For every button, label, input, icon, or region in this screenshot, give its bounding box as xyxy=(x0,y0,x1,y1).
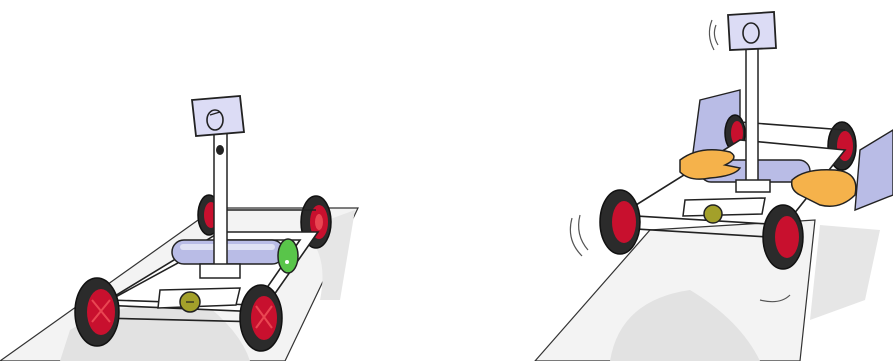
sensor-mast xyxy=(199,132,241,279)
robot-car-held-illustration xyxy=(534,11,893,361)
left-hand-icon xyxy=(679,149,742,180)
robot-car-illustration xyxy=(0,95,359,361)
right-hand-icon xyxy=(790,168,857,207)
right-sleeve xyxy=(854,129,893,212)
sensor-head-icon xyxy=(191,95,245,137)
robot-car-alone-panel xyxy=(0,0,420,361)
sensor-head-icon xyxy=(727,11,777,51)
front-left-wheel-icon xyxy=(599,189,641,255)
base-plate xyxy=(682,197,766,224)
sensor-mast xyxy=(735,44,771,193)
motion-lines-icon xyxy=(569,19,791,303)
front-right-wheel-icon xyxy=(239,284,283,352)
floor-mat xyxy=(534,219,880,361)
front-left-wheel-icon xyxy=(74,277,120,347)
front-right-wheel-icon xyxy=(762,204,804,270)
base-plate xyxy=(157,287,241,313)
robot-car-held-panel xyxy=(440,0,893,361)
